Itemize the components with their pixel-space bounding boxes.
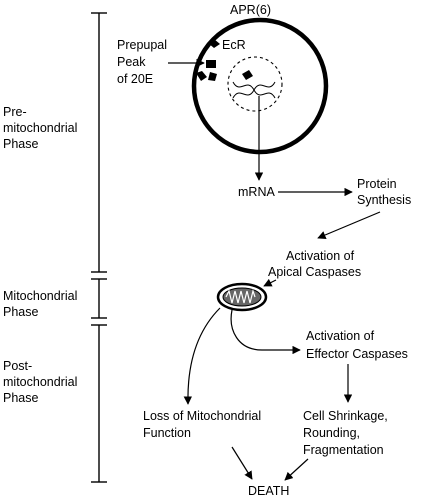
phase-timeline — [91, 12, 107, 483]
effector-caspases-node: Activation of Effector Caspases — [306, 329, 408, 361]
cell-title: APR(6) — [230, 3, 271, 17]
mito-to-loss-arrow — [183, 307, 221, 405]
nucleus — [227, 56, 283, 112]
mito-to-effector-arrow — [230, 309, 301, 355]
receptor-shape-4 — [208, 72, 217, 81]
dna-bound-receptor-icon — [242, 70, 253, 80]
protein-to-apical-arrow — [317, 211, 381, 239]
mitochondrion-icon — [216, 282, 268, 312]
apical-caspases-node: Activation of Apical Caspases — [268, 249, 361, 279]
loss-to-death-arrow — [231, 446, 253, 480]
receptor-shape-2 — [206, 60, 216, 68]
protein-synthesis-node: Protein Synthesis — [357, 177, 411, 207]
mrna-node: mRNA — [238, 185, 275, 199]
ecr-label: EcR — [222, 38, 246, 52]
pre-mito-label: Pre- mitochondrial Phase — [3, 105, 81, 151]
shrink-to-death-arrow — [284, 458, 309, 481]
dna-helix-icon — [232, 81, 276, 99]
post-mito-label: Post- mitochondrial Phase — [3, 359, 81, 405]
cell-shrinkage-node: Cell Shrinkage, Rounding, Fragmentation — [303, 409, 391, 457]
death-node: DEATH — [248, 484, 289, 498]
receptor-shape-1 — [208, 39, 220, 48]
apical-to-mito-arrow — [263, 278, 277, 287]
hormone-label: Prepupal Peak of 20E — [117, 38, 171, 86]
mito-phase-label: Mitochondrial Phase — [3, 289, 81, 319]
cell-membrane — [191, 17, 329, 155]
receptor-shape-3 — [196, 71, 207, 81]
loss-of-function-node: Loss of Mitochondrial Function — [143, 409, 265, 440]
receptor-icons — [196, 39, 220, 81]
